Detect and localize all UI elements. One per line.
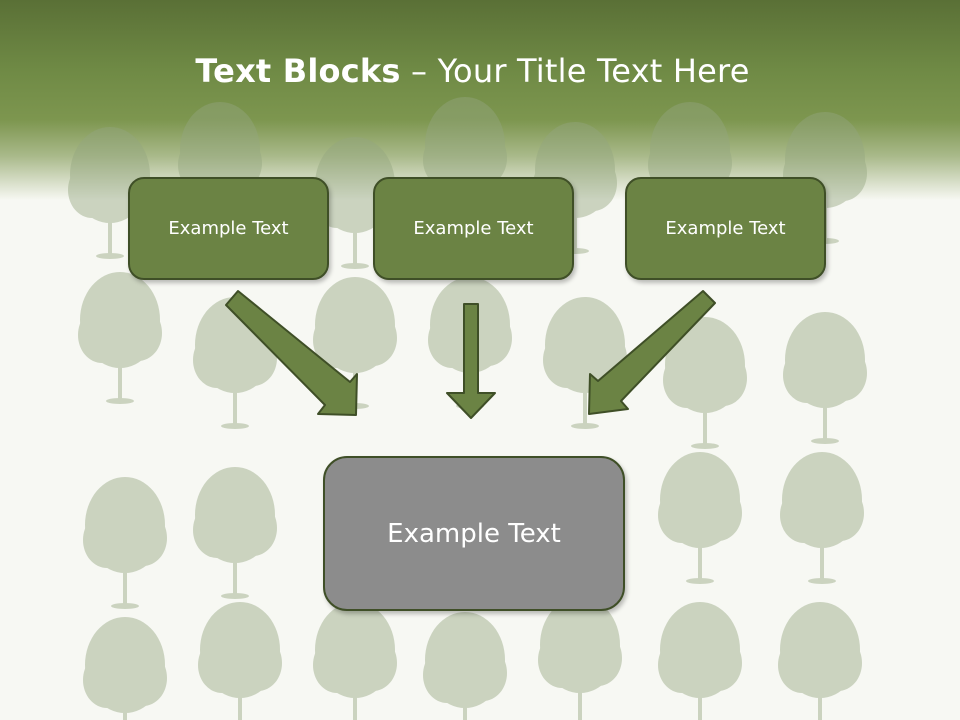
arrow-down-right-icon (225, 290, 358, 416)
main-text-block[interactable]: Example Text (323, 456, 625, 611)
arrow-down-icon (446, 303, 496, 419)
text-block-1[interactable]: Example Text (128, 177, 329, 280)
slide-title: Text Blocks – Your Title Text Here (0, 52, 945, 90)
arrow-down-left-icon (588, 290, 716, 415)
title-separator: – (400, 52, 438, 90)
title-rest: Your Title Text Here (437, 52, 750, 90)
title-bold: Text Blocks (195, 52, 401, 90)
text-block-2[interactable]: Example Text (373, 177, 574, 280)
text-block-3[interactable]: Example Text (625, 177, 826, 280)
